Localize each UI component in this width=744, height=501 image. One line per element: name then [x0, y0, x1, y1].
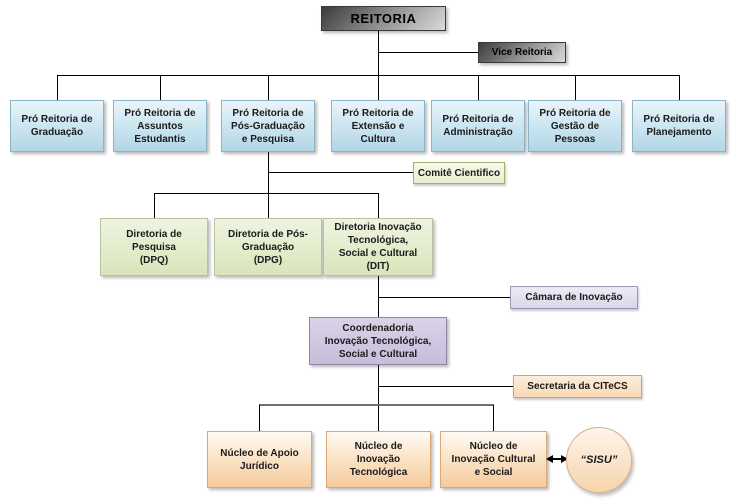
node-reitoria: REITORIA — [321, 6, 446, 31]
connector — [259, 405, 260, 431]
connector — [259, 404, 494, 406]
node-coordenadoria-citecs: Coordenadoria Inovação Tecnológica, Soci… — [309, 317, 447, 365]
node-pro-reitoria-assuntos-estudantis: Pró Reitoria de Assuntos Estudantis — [113, 100, 207, 152]
node-camara-inovacao: Câmara de Inovação — [510, 286, 638, 309]
connector — [378, 276, 379, 317]
node-comite-cientifico: Comitê Cientifico — [413, 162, 505, 184]
connector — [268, 172, 413, 173]
node-secretaria-citecs: Secretaria da CITeCS — [513, 375, 642, 398]
connector — [160, 75, 161, 100]
connector — [679, 75, 680, 100]
connector — [378, 193, 379, 218]
connector — [378, 365, 379, 431]
node-vice-reitoria: Vice Reitoria — [478, 42, 566, 63]
node-pro-reitoria-pos-graduacao-pesquisa: Pró Reitoria de Pós-Graduação e Pesquisa — [221, 100, 315, 152]
node-pro-reitoria-gestao-pessoas: Pró Reitoria de Gestão de Pessoas — [528, 100, 622, 152]
connector — [378, 31, 379, 75]
connector — [378, 52, 478, 53]
connector — [268, 75, 269, 100]
connector — [57, 75, 680, 76]
connector — [154, 193, 155, 218]
connector — [378, 297, 510, 298]
connector — [57, 75, 58, 100]
node-pro-reitoria-planejamento: Pró Reitoria de Planejamento — [632, 100, 726, 152]
node-diretoria-pos-graduacao-dpg: Diretoria de Pós- Graduação (DPG) — [214, 218, 322, 276]
node-diretoria-inovacao-dit: Diretoria Inovação Tecnológica, Social e… — [323, 218, 433, 276]
connector — [154, 193, 379, 194]
node-nucleo-apoio-juridico: Núcleo de Apoio Jurídico — [207, 431, 312, 488]
connector — [575, 75, 576, 100]
node-diretoria-pesquisa-dpq: Diretoria de Pesquisa (DPQ) — [100, 218, 208, 276]
connector — [378, 386, 513, 387]
connector — [378, 75, 379, 100]
node-sisu: “SISU” — [566, 427, 632, 493]
node-nucleo-inovacao-tecnologica: Núcleo de Inovação Tecnológica — [326, 431, 431, 488]
connector — [493, 405, 494, 431]
connector — [478, 75, 479, 100]
connector — [268, 193, 269, 218]
node-pro-reitoria-extensao-cultura: Pró Reitoria de Extensão e Cultura — [331, 100, 425, 152]
node-pro-reitoria-graduacao: Pró Reitoria de Graduação — [10, 100, 104, 152]
node-nucleo-inovacao-cultural-social: Núcleo de Inovação Cultural e Social — [440, 431, 547, 488]
node-pro-reitoria-administracao: Pró Reitoria de Administração — [431, 100, 525, 152]
double-arrow-icon — [546, 455, 568, 463]
